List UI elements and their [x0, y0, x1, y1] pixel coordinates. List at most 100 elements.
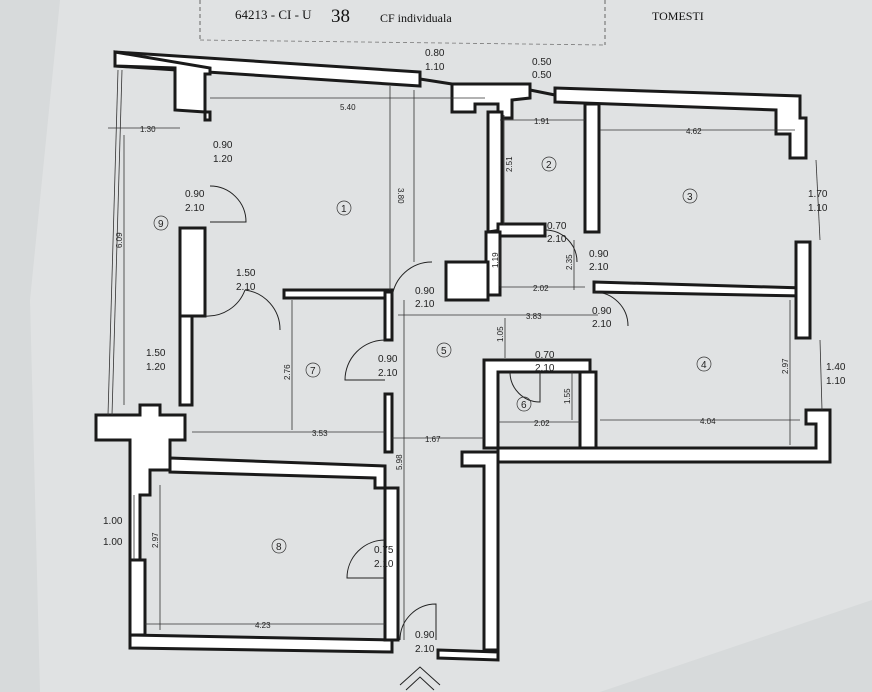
window: [819, 339, 823, 411]
wall: [203, 110, 212, 122]
opening-height: 1.20: [146, 362, 166, 373]
room-marker: [336, 200, 352, 216]
opening-width: 1.00: [103, 516, 123, 527]
opening-labels: 0.80 1.10 0.50 0.50 0.90 1.20 0.90 2.10 …: [103, 48, 846, 655]
dimension-value: 2.02: [533, 284, 549, 293]
room-marker: [516, 396, 532, 412]
room-number: 2: [546, 160, 552, 171]
opening-height: 2.10: [185, 203, 205, 214]
door-swing: [244, 289, 281, 331]
room-labels: 1 2 3 4 5 6 7 8 9: [153, 156, 712, 554]
opening-height: 2.10: [589, 262, 609, 273]
window: [529, 88, 556, 97]
dimension-value: 5.98: [395, 454, 404, 470]
wall: [282, 288, 394, 300]
door-swing: [509, 371, 541, 403]
wall: [578, 370, 598, 450]
window: [815, 159, 821, 241]
room-number: 4: [701, 360, 707, 371]
opening-width: 1.70: [808, 189, 828, 200]
room-marker: [305, 362, 321, 378]
room-number: 8: [276, 542, 282, 553]
wall: [178, 314, 194, 407]
door-swing: [593, 291, 629, 327]
locality-label: TOMESTI: [652, 9, 704, 23]
opening-height: 2.10: [415, 644, 435, 655]
wall: [168, 456, 387, 490]
room-marker: [271, 538, 287, 554]
opening-width: 0.75: [374, 545, 394, 556]
opening-width: 0.50: [532, 57, 552, 68]
opening-width: 0.70: [547, 221, 567, 232]
opening-height: 1.10: [425, 62, 445, 73]
dimension-value: 1.19: [491, 252, 500, 268]
dimension-value: 5.40: [340, 103, 356, 112]
opening-width: 1.50: [146, 348, 166, 359]
dimension-value: 1.91: [534, 117, 550, 126]
wall: [583, 102, 601, 234]
wall: [444, 260, 490, 302]
opening-width: 0.70: [535, 350, 555, 361]
window: [107, 69, 119, 416]
opening-height: 2.10: [592, 319, 612, 330]
room-number: 1: [341, 204, 347, 215]
opening-width: 1.40: [826, 362, 846, 373]
dimension-value: 4.23: [255, 621, 271, 630]
entrance-arrow-icon: [405, 676, 435, 691]
room-marker: [696, 356, 712, 372]
dimension-value: 6.09: [115, 232, 124, 248]
room-marker: [541, 156, 557, 172]
dimension-value: 4.04: [700, 417, 716, 426]
wall: [383, 486, 400, 642]
opening-width: 0.90: [592, 306, 612, 317]
door-swing: [391, 261, 433, 299]
header-rule: [199, 39, 606, 46]
dimension-value: 1.55: [563, 388, 572, 404]
dimension-value: 3.53: [312, 429, 328, 438]
dimension-value: 1.05: [496, 326, 505, 342]
opening-width: 0.90: [589, 249, 609, 260]
opening-height: 2.10: [378, 368, 398, 379]
opening-height: 1.10: [826, 376, 846, 387]
door-swing: [204, 289, 246, 317]
wall: [128, 558, 147, 637]
opening-width: 0.80: [425, 48, 445, 59]
entrance-arrow-icon: [399, 666, 441, 686]
wall: [178, 226, 207, 318]
room-number: 5: [441, 346, 447, 357]
dimension-value: 2.02: [534, 419, 550, 428]
door-swing: [544, 229, 578, 263]
opening-height: 1.10: [808, 203, 828, 214]
door-swing: [399, 603, 437, 641]
opening-height: 2.10: [236, 282, 256, 293]
paper-highlight: [30, 0, 872, 692]
door-swing: [209, 185, 247, 223]
wall: [383, 290, 394, 342]
wall: [436, 648, 500, 662]
dimension-value: 3.83: [526, 312, 542, 321]
opening-width: 0.90: [378, 354, 398, 365]
opening-width: 0.90: [185, 189, 205, 200]
wall: [553, 86, 808, 160]
wall: [486, 110, 504, 234]
cadastral-unit: 38: [331, 6, 350, 27]
opening-width: 0.90: [415, 286, 435, 297]
wall: [383, 392, 394, 454]
wall: [482, 358, 592, 450]
dimension-value: 1.67: [425, 435, 441, 444]
window: [419, 77, 453, 86]
opening-height: 0.50: [532, 70, 552, 81]
dimension-value: 1.30: [140, 125, 156, 134]
door-swing: [346, 539, 386, 579]
dimension-value: 2.35: [565, 254, 574, 270]
opening-height: 2.10: [535, 363, 555, 374]
door-swing: [344, 339, 386, 381]
opening-height: 1.20: [213, 154, 233, 165]
window: [111, 69, 123, 416]
room-marker: [153, 215, 169, 231]
cadastral-prefix: 64213 - CI - U: [235, 7, 312, 22]
room-marker: [436, 342, 452, 358]
room-number: 7: [310, 366, 316, 377]
room-marker: [682, 188, 698, 204]
